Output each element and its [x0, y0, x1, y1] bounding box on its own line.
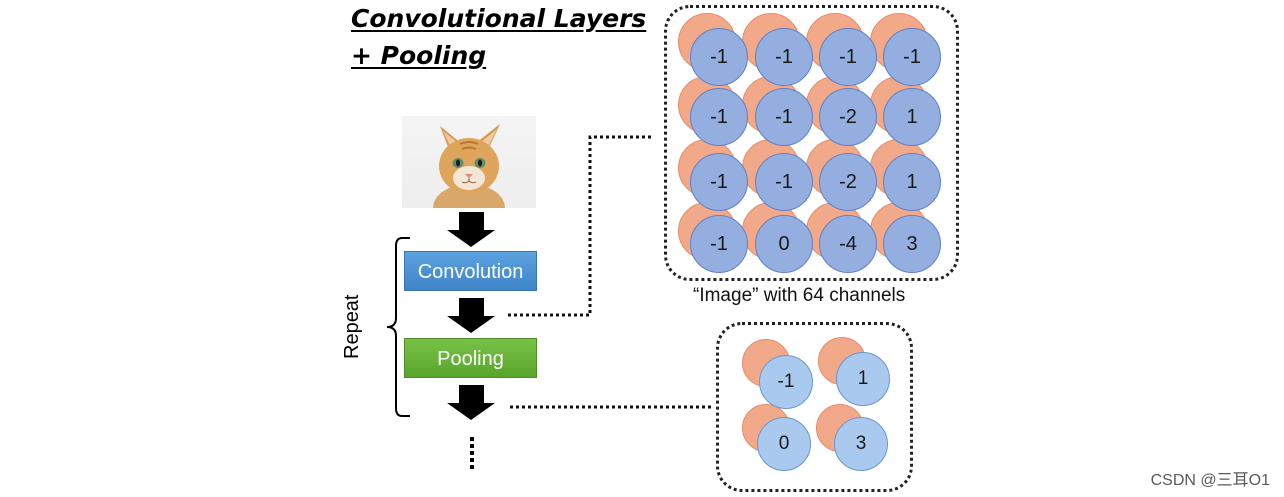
feature-value: -1	[690, 88, 748, 146]
pooled-value: -1	[759, 355, 813, 409]
feature-value: -1	[755, 88, 813, 146]
diagram-title-line2: + Pooling	[351, 41, 487, 70]
feature-value: -1	[690, 153, 748, 211]
feature-map-caption: “Image” with 64 channels	[693, 285, 906, 306]
cat-image	[402, 116, 536, 208]
convolution-layer-box: Convolution	[404, 251, 537, 291]
feature-value: -4	[819, 215, 877, 273]
feature-value: -1	[819, 28, 877, 86]
feature-value: -1	[690, 28, 748, 86]
connector-to-feature-map	[508, 135, 654, 317]
repeat-bracket	[386, 237, 410, 417]
feature-value: -2	[819, 153, 877, 211]
pooling-layer-box: Pooling	[404, 338, 537, 378]
feature-value: -2	[819, 88, 877, 146]
feature-value: -1	[755, 28, 813, 86]
feature-value: -1	[883, 28, 941, 86]
repeat-label: Repeat	[341, 294, 363, 360]
diagram-title-line1: Convolutional Layers	[351, 4, 647, 33]
feature-value: 0	[755, 215, 813, 273]
pooled-value: 1	[836, 352, 890, 406]
down-arrow-icon	[447, 212, 495, 420]
feature-map-frame	[664, 5, 959, 281]
pooled-value: 0	[757, 417, 811, 471]
continuation-dots	[470, 437, 474, 469]
feature-value: 1	[883, 88, 941, 146]
pooled-map-frame	[716, 322, 913, 492]
pooled-value: 3	[834, 417, 888, 471]
feature-value: 3	[883, 215, 941, 273]
feature-value: 1	[883, 153, 941, 211]
watermark: CSDN @三耳O1	[1150, 472, 1270, 489]
feature-value: -1	[755, 153, 813, 211]
feature-value: -1	[690, 215, 748, 273]
